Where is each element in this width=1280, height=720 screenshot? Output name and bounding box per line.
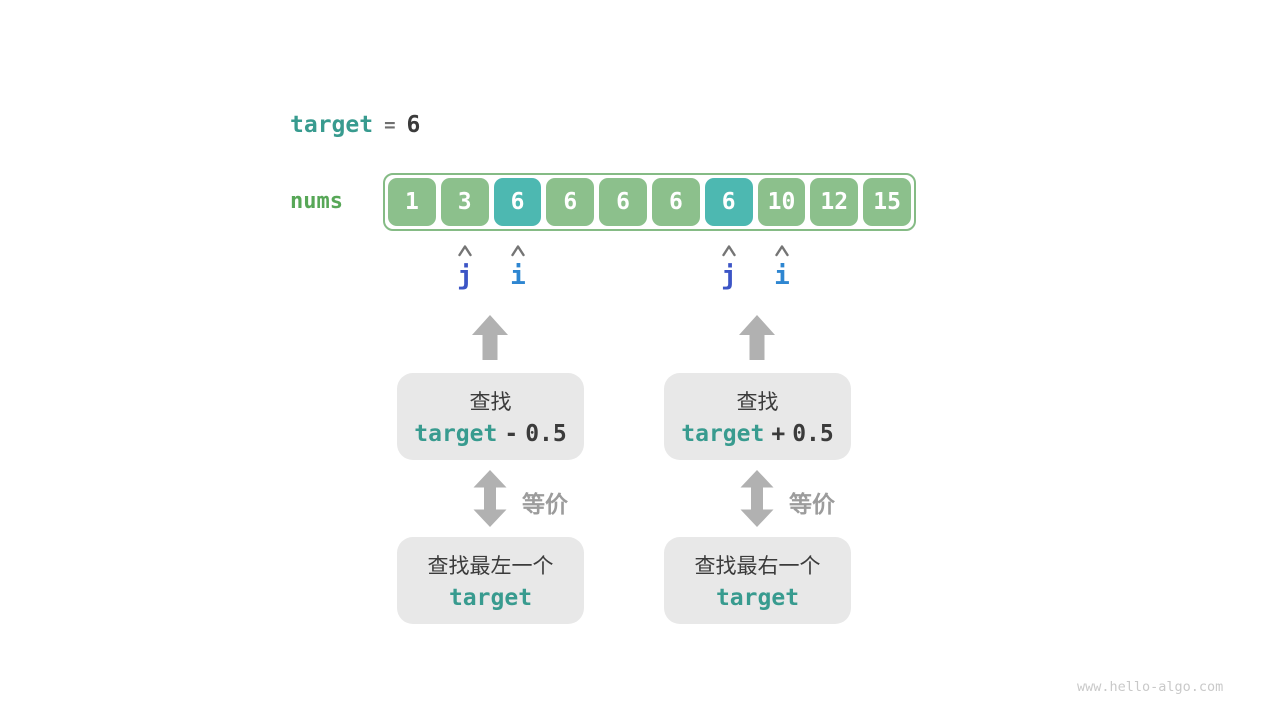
array-cell: 6 — [599, 178, 647, 226]
arrow-up-icon — [472, 315, 508, 365]
pointer-j-left: j — [457, 261, 473, 291]
array-cell: 6 — [704, 178, 753, 226]
result-target: target — [715, 585, 800, 611]
expr-op: + — [771, 421, 786, 447]
arrow-up-icon — [739, 315, 775, 365]
caret-up-icon — [510, 244, 526, 262]
expr-operand: 0.5 — [792, 421, 834, 447]
array-cell: 6 — [546, 178, 595, 226]
target-assignment: target = 6 — [290, 112, 420, 138]
nums-label: nums — [290, 189, 343, 214]
array-cell: 3 — [440, 178, 489, 226]
array-cell: 6 — [493, 178, 542, 226]
search-box-title: 查找 — [736, 391, 779, 414]
array-cell: 10 — [757, 178, 806, 226]
nums-array: 1 3 6 6 6 6 6 10 12 15 — [383, 173, 916, 231]
result-box-title: 查找最左一个 — [427, 555, 554, 578]
pointer-j-right: j — [721, 261, 737, 291]
expr-var: target — [681, 421, 765, 447]
watermark: www.hello-algo.com — [1077, 679, 1224, 695]
pointer-i-right: i — [774, 261, 790, 291]
result-box-left: 查找最左一个 target — [397, 537, 584, 624]
equals-sign: = — [384, 114, 396, 136]
array-cell: 12 — [810, 178, 859, 226]
caret-up-icon — [774, 244, 790, 262]
array-cell: 6 — [651, 178, 700, 226]
expr-var: target — [414, 421, 498, 447]
equivalence-label: 等价 — [522, 491, 568, 517]
search-expression: target - 0.5 — [414, 421, 567, 447]
result-box-title: 查找最右一个 — [694, 555, 821, 578]
search-box-right: 查找 target + 0.5 — [664, 373, 851, 460]
arrow-up-down-icon — [473, 470, 507, 532]
pointer-i-left: i — [510, 261, 526, 291]
target-variable: target — [290, 112, 374, 138]
result-box-right: 查找最右一个 target — [664, 537, 851, 624]
equivalence-label: 等价 — [789, 491, 835, 517]
search-box-left: 查找 target - 0.5 — [397, 373, 584, 460]
result-target: target — [448, 585, 533, 611]
array-cell: 1 — [388, 178, 436, 226]
caret-up-icon — [457, 244, 473, 262]
caret-up-icon — [721, 244, 737, 262]
search-box-title: 查找 — [469, 391, 512, 414]
arrow-up-down-icon — [740, 470, 774, 532]
expr-op: - — [504, 421, 519, 447]
target-value: 6 — [406, 112, 421, 138]
search-expression: target + 0.5 — [681, 421, 834, 447]
array-cell: 15 — [863, 178, 911, 226]
expr-operand: 0.5 — [525, 421, 567, 447]
